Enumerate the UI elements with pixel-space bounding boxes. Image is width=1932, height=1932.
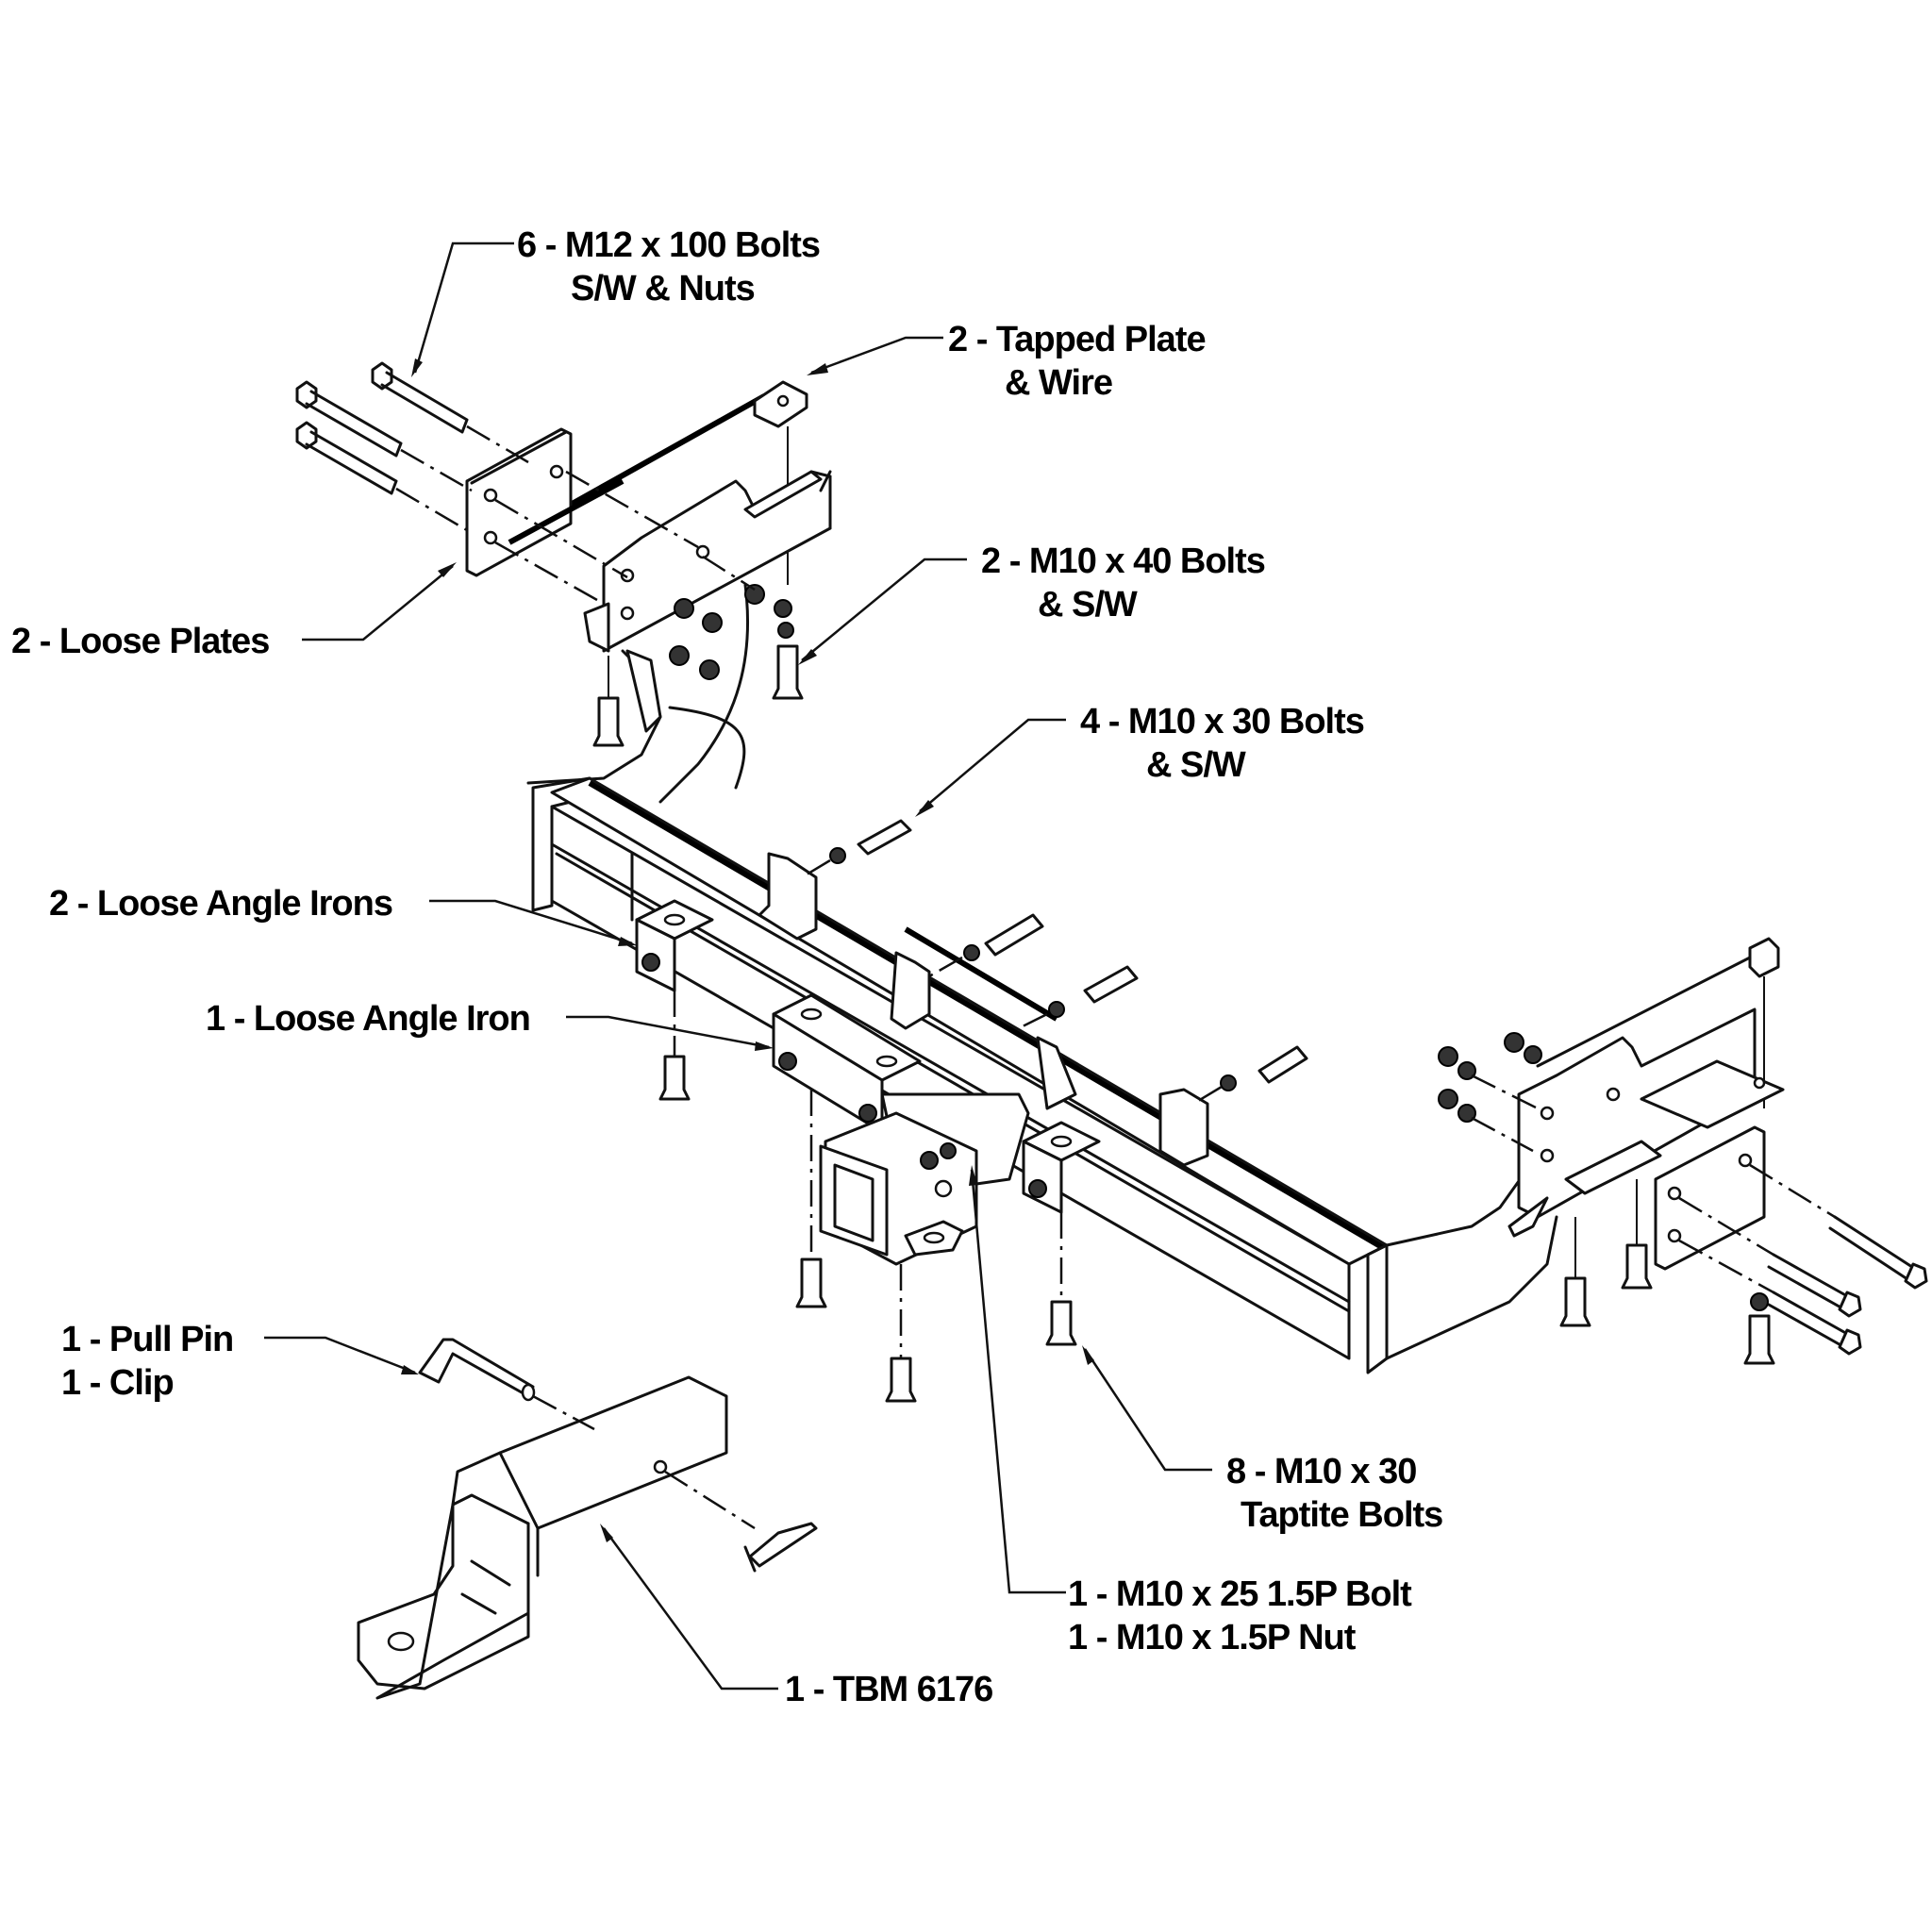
- label-m10-nut: 1 - M10 x 1.5P Nut: [1068, 1618, 1357, 1657]
- bolt: [371, 361, 469, 434]
- leader-lines: [264, 242, 1212, 1690]
- label-tapped-plate-line2: & Wire: [1005, 363, 1112, 403]
- taptite-bolt: [592, 696, 625, 747]
- ball-hole: [387, 1631, 415, 1652]
- tapped-plate-right: [1748, 937, 1780, 978]
- clip: [743, 1522, 818, 1573]
- m10x40-bolt: [1743, 1314, 1775, 1365]
- label-pull-pin: 1 - Pull Pin: [61, 1320, 233, 1359]
- bolt: [963, 913, 1044, 961]
- taptite-bolt: [1621, 1243, 1653, 1290]
- label-loose-angle-iron: 1 - Loose Angle Iron: [206, 999, 530, 1039]
- label-loose-angle-irons: 2 - Loose Angle Irons: [49, 884, 392, 924]
- taptite-bolt: [658, 1055, 691, 1101]
- pull-pin: [418, 1338, 595, 1431]
- loose-plate-right: [1654, 1125, 1836, 1294]
- tow-ball-mount: [357, 1375, 756, 1700]
- taptite-bolt: [1559, 1276, 1591, 1327]
- right-mount-bracket: [1507, 937, 1785, 1327]
- label-m10x40-line2: & S/W: [1038, 585, 1138, 625]
- label-loose-plates: 2 - Loose Plates: [11, 622, 269, 661]
- bolt: [1220, 1045, 1308, 1091]
- m10x40-bolt: [772, 644, 804, 700]
- bolt: [295, 380, 403, 458]
- bolt: [1048, 965, 1139, 1018]
- label-m10x30-line1: 4 - M10 x 30 Bolts: [1080, 702, 1364, 741]
- callout-labels: 6 - M12 x 100 Bolts S/W & Nuts 2 - Tappe…: [11, 225, 1443, 1709]
- label-m10x25-bolt: 1 - M10 x 25 1.5P Bolt: [1068, 1574, 1412, 1614]
- label-m12-bolts-line1: 6 - M12 x 100 Bolts: [517, 225, 820, 265]
- loose-angle-irons: [635, 899, 1101, 1346]
- label-clip: 1 - Clip: [61, 1363, 174, 1403]
- beam-top-brackets: [758, 852, 1209, 1167]
- label-tapped-plate-line1: 2 - Tapped Plate: [948, 320, 1206, 359]
- taptite-bolt: [1045, 1300, 1077, 1346]
- label-taptite-line2: Taptite Bolts: [1241, 1495, 1442, 1535]
- bolt: [829, 819, 912, 864]
- right-nuts: [1438, 1032, 1542, 1153]
- receiver-hitch: [819, 1092, 1030, 1403]
- label-tbm-part: 1 - TBM 6176: [785, 1670, 992, 1709]
- m10x30-bolts: [801, 819, 1308, 1106]
- m12-bolts-right: [1743, 1215, 1928, 1365]
- left-nuts: [592, 555, 804, 747]
- left-mount-bracket: [526, 380, 832, 804]
- taptite-bolt: [795, 1257, 827, 1308]
- label-taptite-line1: 8 - M10 x 30: [1226, 1452, 1416, 1491]
- loose-plate-left: [465, 427, 625, 577]
- bolt: [295, 421, 398, 495]
- label-m10x40-line1: 2 - M10 x 40 Bolts: [981, 541, 1265, 581]
- m12-bolts-left: [295, 361, 699, 606]
- label-m12-bolts-line2: S/W & Nuts: [571, 269, 755, 308]
- label-m10x30-line2: & S/W: [1146, 745, 1246, 785]
- taptite-bolt: [885, 1357, 917, 1403]
